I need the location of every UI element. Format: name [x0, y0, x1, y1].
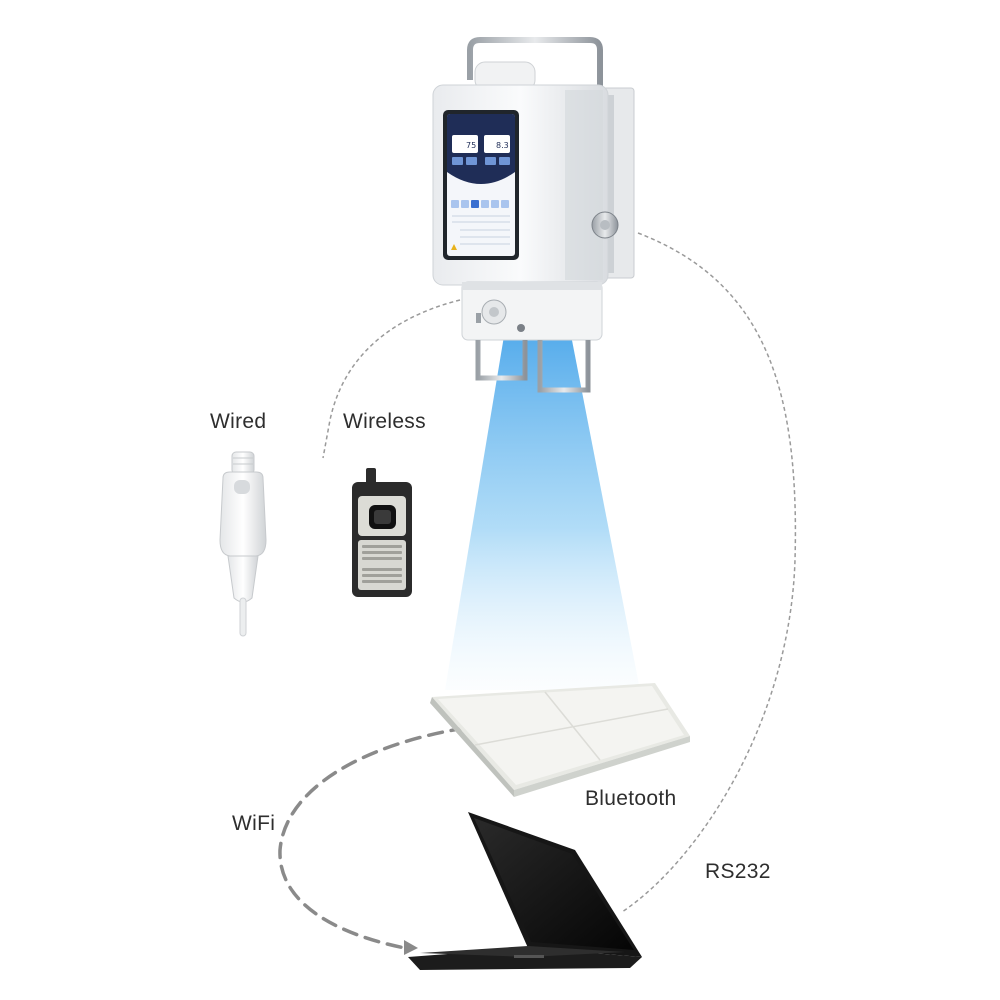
wireless-link-line	[322, 299, 461, 459]
screen-value-right: 8.3	[496, 141, 509, 150]
wireless-remote-icon	[352, 468, 412, 597]
wifi-arrow-icon	[404, 940, 418, 955]
rs232-link-line	[621, 232, 797, 913]
screen-value-left: 75	[466, 141, 476, 150]
label-bluetooth: Bluetooth	[585, 787, 677, 810]
warning-icon	[451, 244, 457, 250]
collimator-handle-left	[475, 340, 528, 381]
wifi-link-line	[278, 726, 467, 950]
collimator-handle-right	[537, 340, 591, 393]
label-rs232: RS232	[705, 860, 771, 883]
xray-beam	[445, 330, 640, 690]
wired-hand-switch-icon	[219, 451, 267, 637]
laptop-icon	[408, 812, 642, 970]
label-wired: Wired	[210, 410, 267, 433]
carry-handle	[467, 37, 603, 88]
xray-generator: 75 8.3	[432, 37, 635, 393]
flat-panel-detector-icon	[430, 683, 690, 797]
touch-screen: 75 8.3	[443, 110, 519, 260]
label-wifi: WiFi	[232, 812, 276, 835]
label-wireless: Wireless	[343, 410, 426, 433]
